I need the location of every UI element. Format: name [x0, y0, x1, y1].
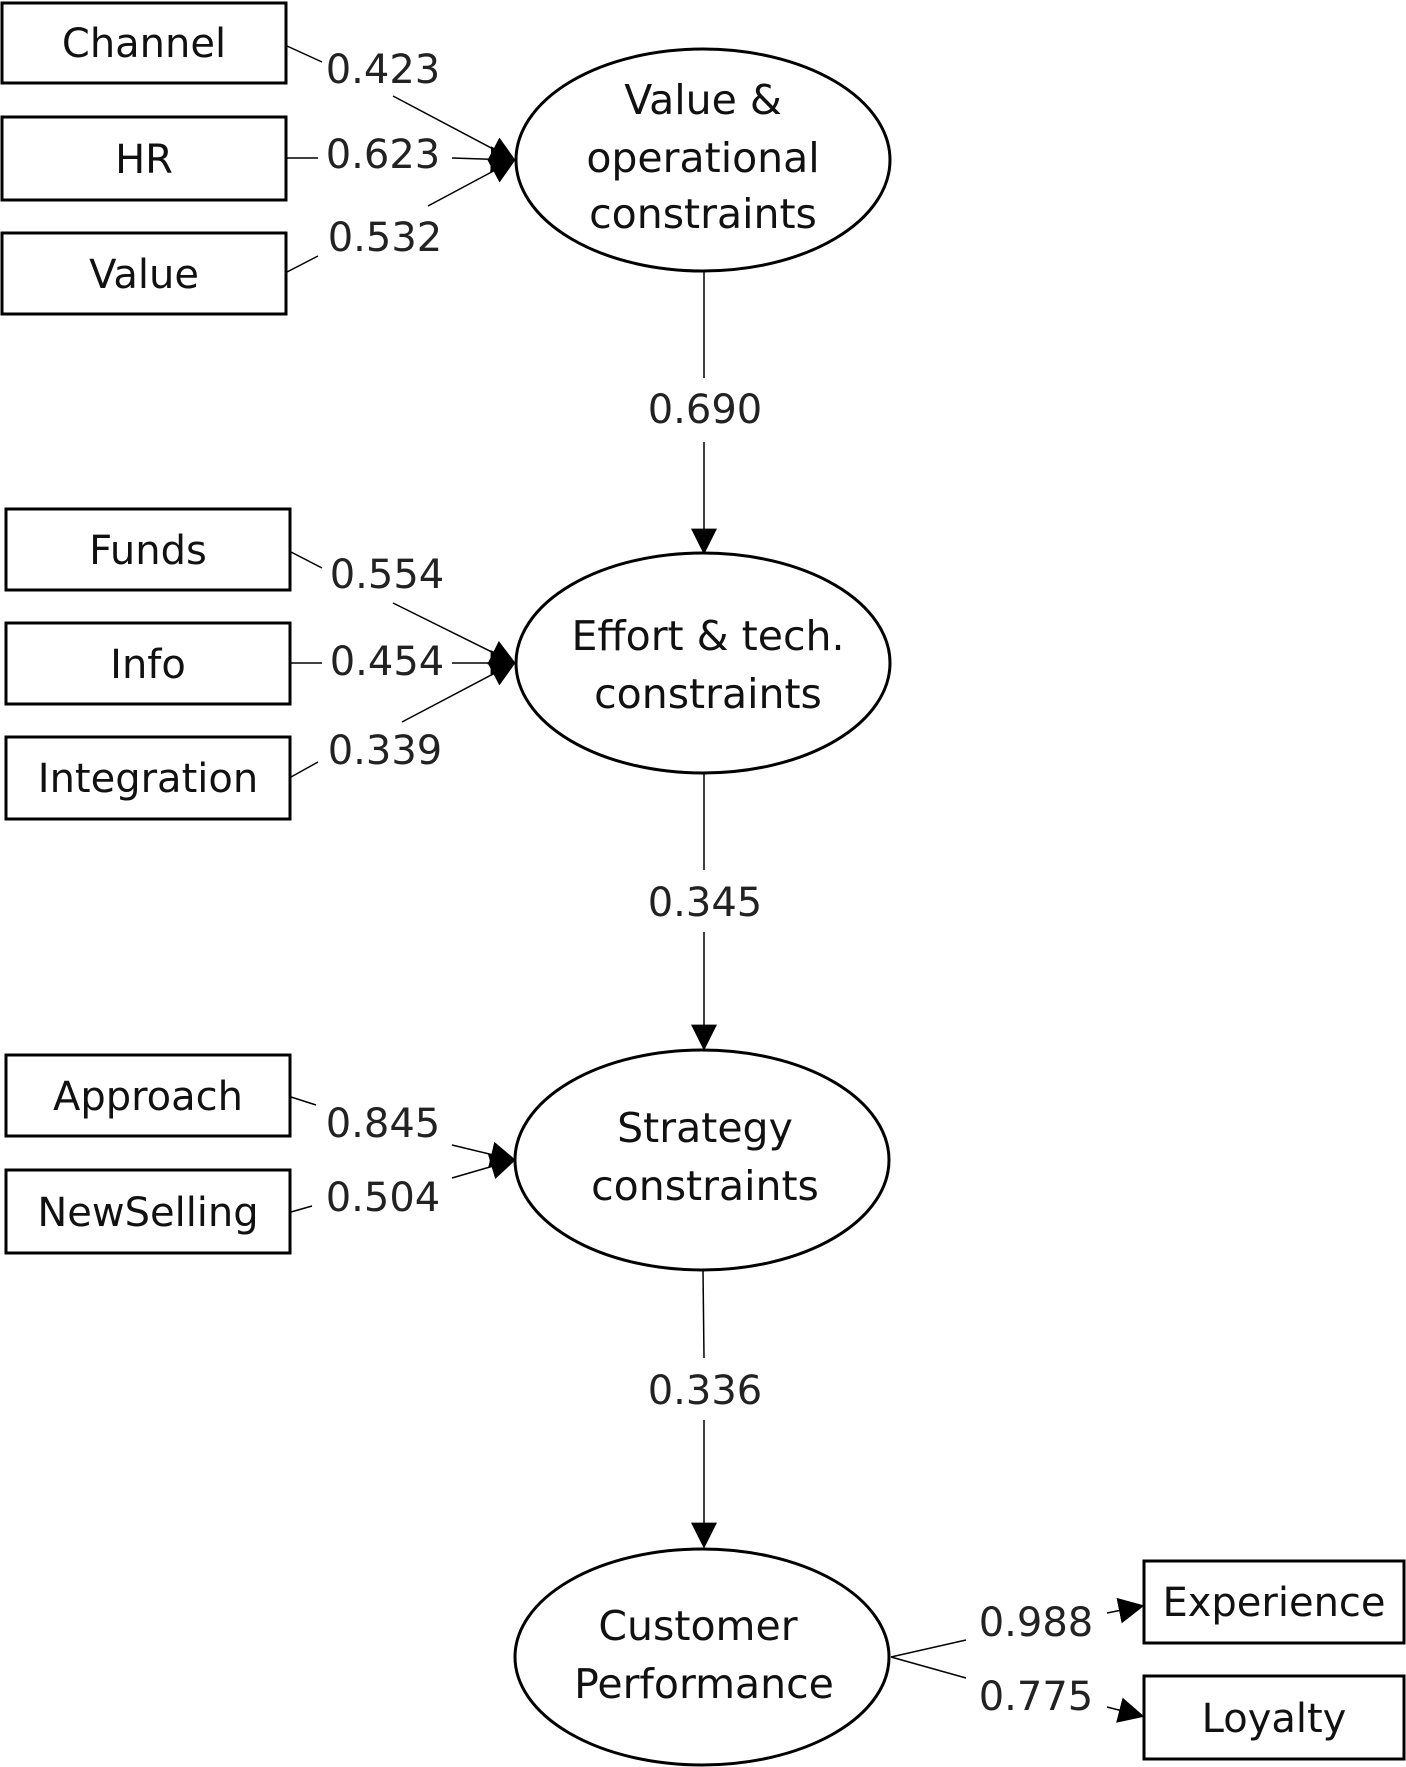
edge-newselling — [290, 1154, 517, 1213]
weight-integration: 0.339 — [328, 728, 443, 774]
svg-text:Value: Value — [89, 252, 199, 298]
weight-loyalty: 0.775 — [979, 1674, 1094, 1720]
svg-text:constraints: constraints — [591, 1162, 819, 1210]
indicator-funds: Funds — [4, 507, 292, 592]
svg-text:Integration: Integration — [38, 756, 258, 802]
construct-strategy: Strategy constraints — [513, 1048, 891, 1272]
edge-experience — [890, 1597, 1145, 1658]
path-strategy-to-performance — [691, 1269, 717, 1549]
svg-text:Value &: Value & — [624, 76, 782, 124]
weight-approach: 0.845 — [326, 1101, 441, 1147]
weight-info: 0.454 — [330, 639, 445, 685]
construct-customer-performance: Customer Performance — [513, 1547, 891, 1767]
svg-text:Info: Info — [110, 642, 186, 688]
svg-text:Funds: Funds — [89, 528, 207, 574]
svg-text:Experience: Experience — [1162, 1580, 1385, 1626]
construct-value-operational: Value & operational constraints — [514, 47, 892, 273]
construct-effort-tech: Effort & tech. constraints — [514, 551, 892, 775]
svg-text:Loyalty: Loyalty — [1202, 1696, 1347, 1742]
indicator-loyalty: Loyalty — [1142, 1674, 1406, 1761]
svg-text:HR: HR — [115, 137, 173, 183]
weight-hr: 0.623 — [326, 132, 441, 178]
indicator-integration: Integration — [4, 735, 292, 821]
svg-text:Approach: Approach — [53, 1074, 243, 1120]
indicator-info: Info — [4, 621, 292, 706]
weight-experience: 0.988 — [979, 1600, 1094, 1646]
weight-value: 0.532 — [328, 215, 443, 261]
weight-channel: 0.423 — [326, 47, 441, 93]
edge-integration — [290, 661, 517, 778]
indicator-newselling: NewSelling — [4, 1168, 292, 1255]
indicator-experience: Experience — [1142, 1559, 1406, 1645]
svg-text:Customer: Customer — [598, 1602, 797, 1650]
indicator-hr: HR — [0, 115, 288, 202]
svg-text:Channel: Channel — [62, 21, 226, 67]
indicator-value: Value — [0, 231, 288, 316]
svg-text:operational: operational — [586, 134, 819, 182]
edge-value — [286, 158, 517, 273]
svg-text:Effort & tech.: Effort & tech. — [571, 612, 844, 660]
path-weight-strategy-to-performance: 0.336 — [648, 1368, 763, 1414]
edge-loyalty — [890, 1656, 1145, 1723]
weight-newselling: 0.504 — [326, 1175, 441, 1221]
svg-text:constraints: constraints — [589, 190, 817, 238]
svg-text:Strategy: Strategy — [617, 1104, 793, 1152]
svg-text:constraints: constraints — [594, 670, 822, 718]
indicator-approach: Approach — [4, 1053, 292, 1138]
indicator-channel: Channel — [0, 1, 288, 85]
svg-text:Performance: Performance — [574, 1660, 834, 1708]
weight-funds: 0.554 — [330, 552, 445, 598]
path-weight-value-to-effort: 0.690 — [648, 387, 763, 433]
path-weight-effort-to-strategy: 0.345 — [648, 880, 763, 926]
svg-text:NewSelling: NewSelling — [37, 1190, 258, 1236]
